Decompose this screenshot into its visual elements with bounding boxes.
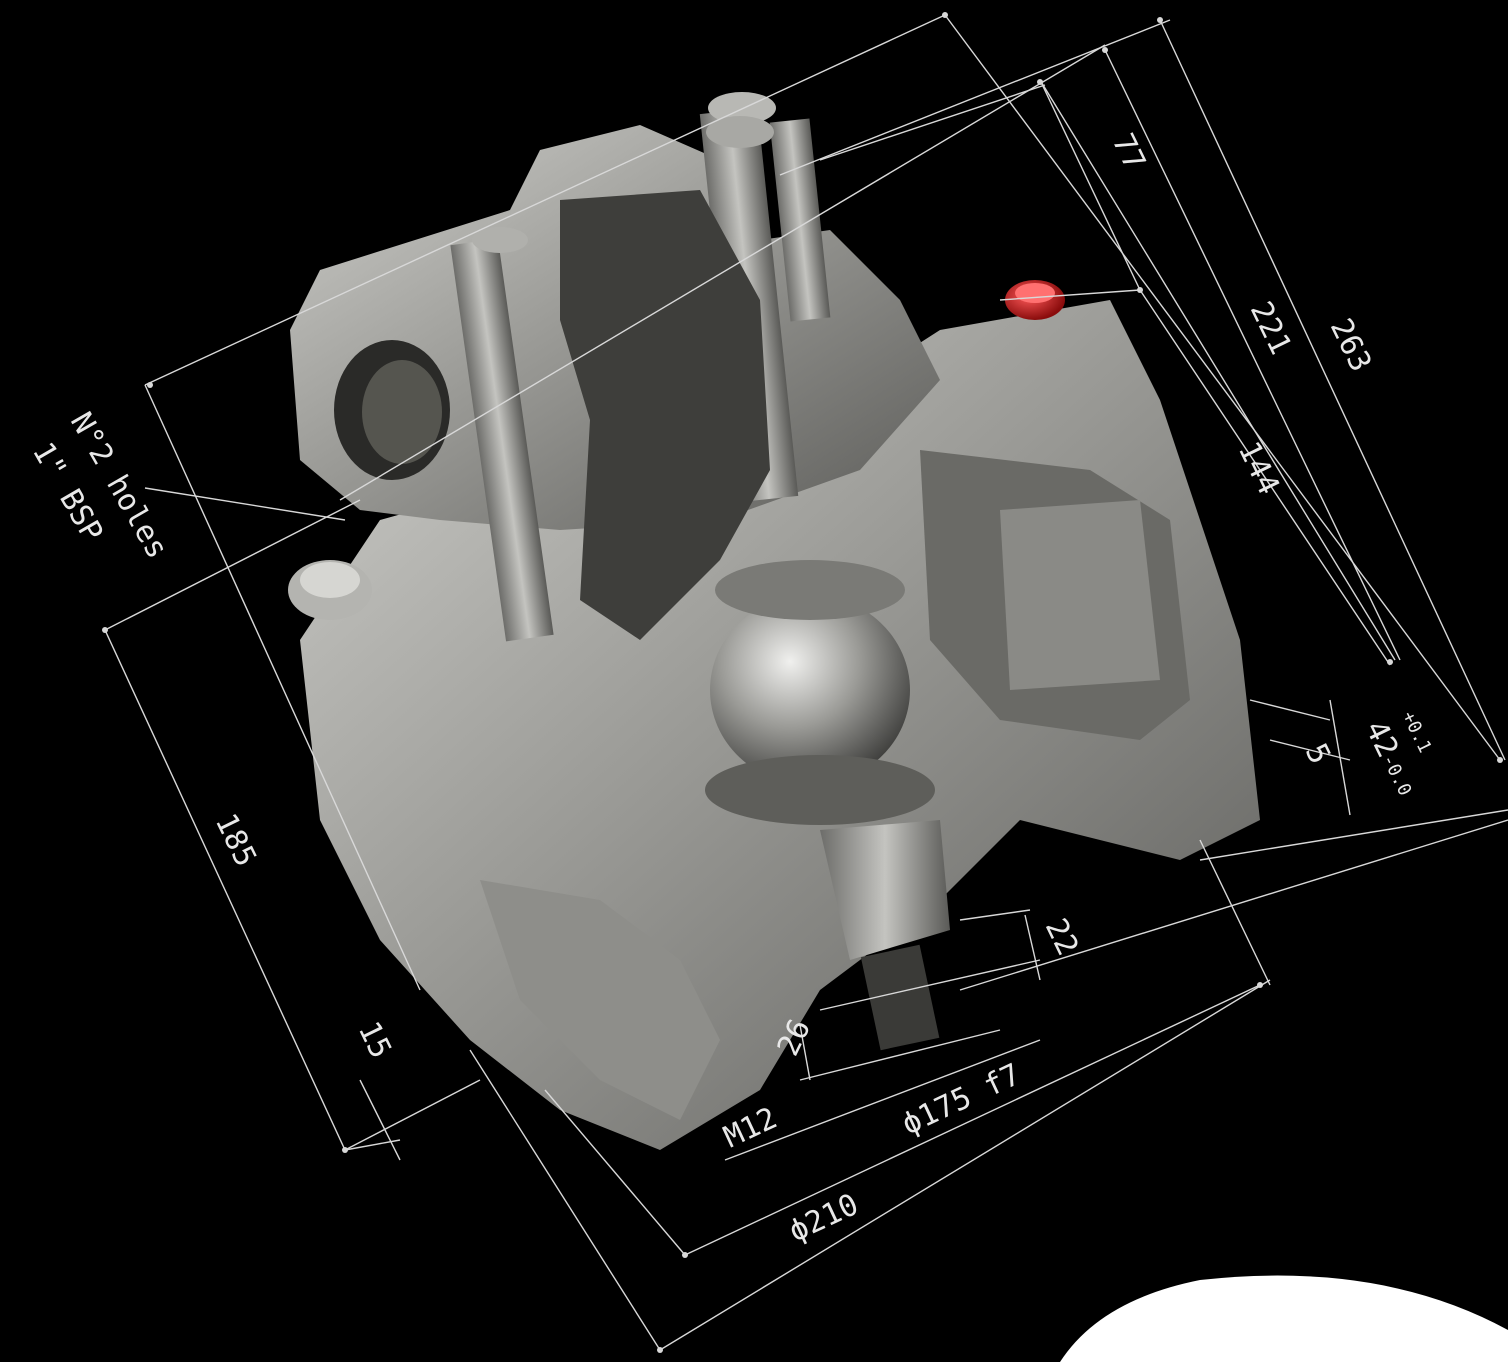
- label-dim-144: 144: [1231, 436, 1286, 500]
- label-dim-77: 77: [1105, 128, 1152, 176]
- label-dim-263: 263: [1323, 313, 1378, 377]
- label-dim-5: 5: [1298, 738, 1337, 770]
- label-dim-42-tol-upper: +0.1: [1398, 708, 1436, 756]
- label-dim-185: 185: [208, 808, 263, 872]
- output-shaft: [820, 820, 950, 960]
- corner-overlay: [1060, 1275, 1508, 1362]
- label-phi-210: ϕ210: [784, 1187, 864, 1249]
- section-cavity: [560, 190, 770, 640]
- label-dim-15: 15: [351, 1016, 398, 1064]
- dimension-arrows: [102, 12, 1503, 1353]
- label-dim-42-tol-lower: -0.0: [1378, 751, 1416, 799]
- ball-element: [710, 595, 910, 785]
- pump-cutaway-render: [288, 92, 1260, 1150]
- dimension-lines: [104, 14, 1508, 1351]
